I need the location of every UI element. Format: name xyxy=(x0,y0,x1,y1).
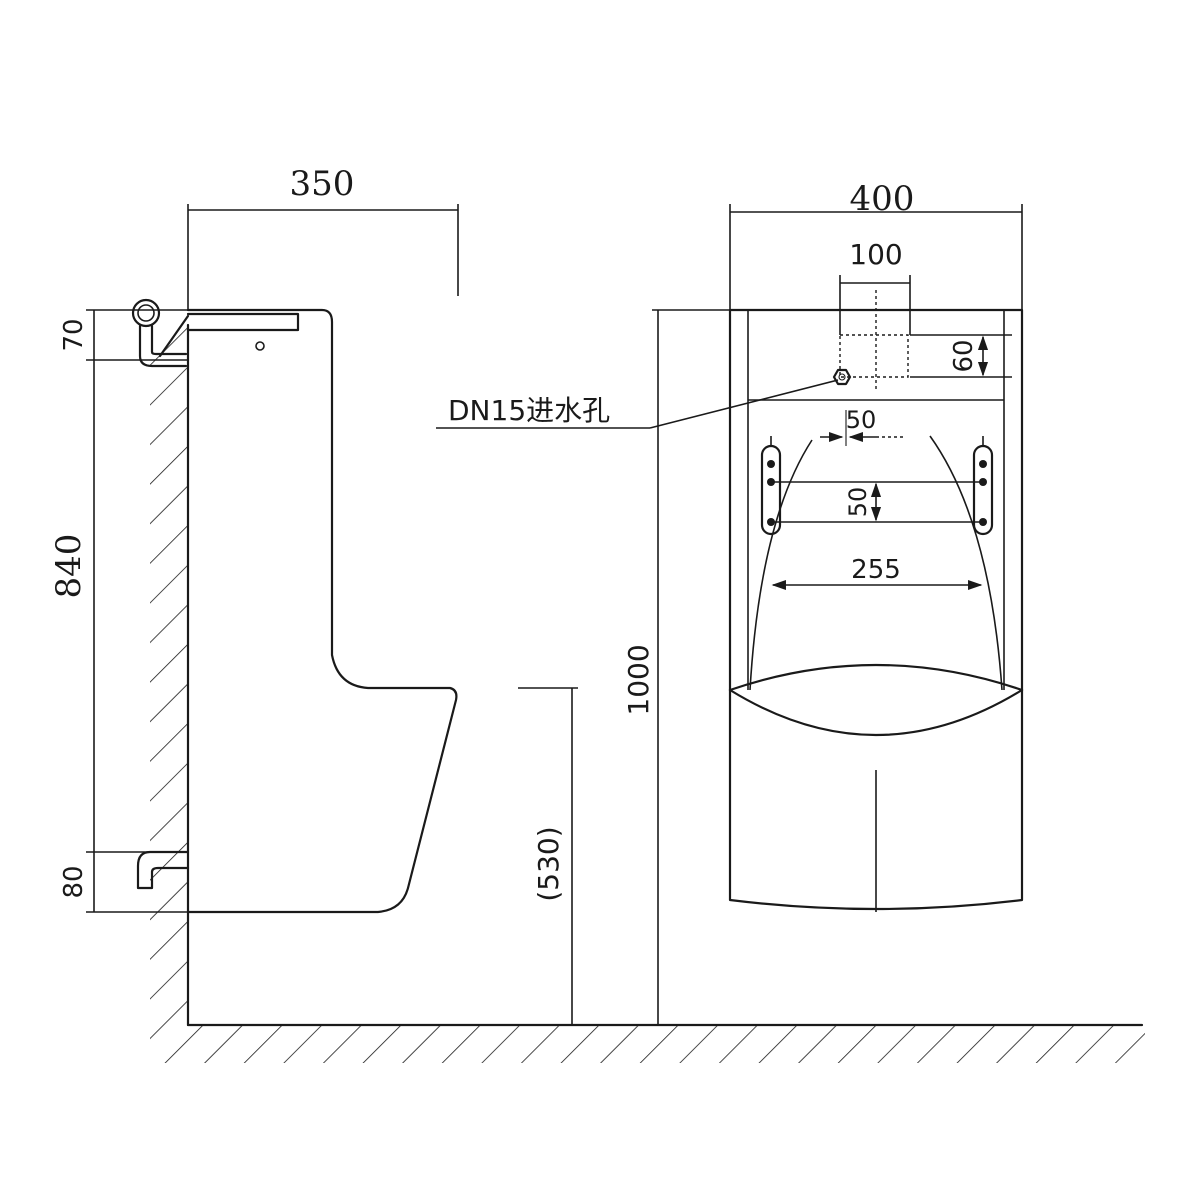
dim-rim-height: (530) xyxy=(518,687,578,1025)
bracket-right-icon xyxy=(972,436,994,536)
dim-label-840: 840 xyxy=(49,534,89,599)
inlet-valve-icon xyxy=(131,298,190,368)
dim-side-width: 350 xyxy=(187,164,459,310)
front-view-bowl-right xyxy=(929,435,1003,691)
front-view: 1000 400 100 xyxy=(436,179,1024,1025)
dim-bracket-span: 255 xyxy=(771,555,983,591)
outlet-pipe-icon xyxy=(136,850,190,890)
front-view-basin xyxy=(728,663,1024,692)
wall-hatching xyxy=(150,323,190,1027)
dim-inlet-offset: 50 xyxy=(820,406,905,446)
floor-hatching xyxy=(150,1023,1145,1063)
inlet-label: DN15进水孔 xyxy=(448,394,610,427)
inlet-box xyxy=(839,334,909,378)
front-view-bowl-left xyxy=(749,439,813,691)
dim-label-1000: 1000 xyxy=(622,644,655,715)
front-view-body xyxy=(728,308,1024,911)
front-view-basin-lip xyxy=(728,688,1024,736)
dim-label-50-vertical: 50 xyxy=(844,487,872,518)
dim-bracket-spacing: 50 xyxy=(844,482,882,522)
dim-label-350: 350 xyxy=(290,164,355,204)
dim-front-width: 400 xyxy=(729,179,1023,310)
inlet-nut-icon xyxy=(832,368,852,386)
dim-inlet-height: 60 xyxy=(910,334,1012,378)
dim-label-50-horizontal: 50 xyxy=(846,406,877,434)
dim-label-60: 60 xyxy=(949,339,979,372)
dim-label-400: 400 xyxy=(850,179,915,219)
dim-label-100: 100 xyxy=(849,238,902,271)
side-view-cap xyxy=(186,312,300,332)
dim-label-255: 255 xyxy=(851,555,901,585)
side-view-body xyxy=(186,308,458,914)
side-view: 350 70 840 80 (530) xyxy=(49,164,578,1025)
dim-vertical-stack: 70 840 80 xyxy=(49,309,188,913)
dim-total-height: 1000 xyxy=(622,309,730,1025)
dim-label-530: (530) xyxy=(532,826,565,901)
dim-inlet-width: 100 xyxy=(839,238,911,335)
dim-label-80: 80 xyxy=(59,865,89,898)
dim-label-70: 70 xyxy=(59,318,89,351)
inlet-callout: DN15进水孔 xyxy=(436,379,839,429)
sensor-hole xyxy=(255,341,265,351)
